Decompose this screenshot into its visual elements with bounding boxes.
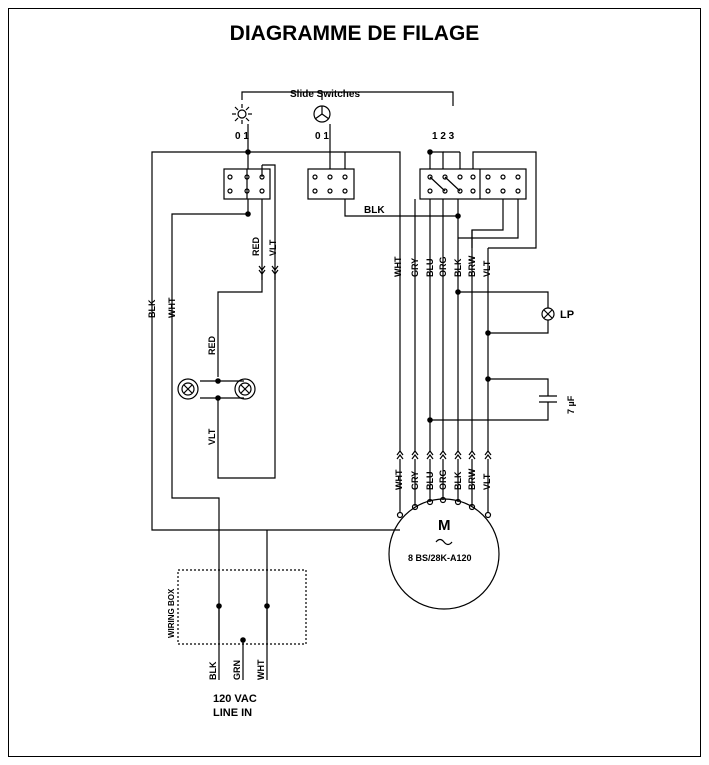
motor-symbol: M [438, 517, 451, 534]
switch-fan-positions: 0 1 [315, 131, 329, 142]
bus-label-gry: GRY [410, 258, 420, 277]
lead-label-wht: WHT [394, 469, 404, 490]
supply-label-blk: BLK [208, 661, 218, 680]
connector-arrows-motor [396, 450, 492, 460]
lamp-icon [234, 378, 256, 400]
motor-model: 8 BS/28K-A120 [408, 553, 472, 563]
wiring-box [177, 569, 307, 645]
bus-label-vlt: VLT [482, 260, 492, 277]
lamp-icon [177, 378, 199, 400]
switch-bracket [241, 91, 454, 106]
wire-label-vlt-upper: VLT [268, 239, 278, 256]
wire-label-blk-top: BLK [364, 205, 385, 216]
bus-label-org: ORG [438, 256, 448, 277]
line-in-voltage: 120 VAC [213, 693, 257, 705]
switch-block-speed [419, 168, 527, 200]
wire-label-wht-left: WHT [167, 297, 177, 318]
switch-block-light [223, 168, 271, 200]
wire-label-vlt-lamps: VLT [207, 428, 217, 445]
switch-light-positions: 0 1 [235, 131, 249, 142]
capacitor-label: 7 µF [566, 395, 576, 414]
fan-icon [313, 105, 331, 123]
wire-label-red-lamps: RED [207, 335, 217, 355]
slide-switches-label: Slide Switches [290, 89, 360, 100]
lead-label-vlt: VLT [482, 473, 492, 490]
bus-label-wht: WHT [393, 256, 403, 277]
switch-speed-positions: 1 2 3 [432, 131, 455, 142]
capacitor-icon [539, 395, 557, 403]
diagram-title: DIAGRAMME DE FILAGE [229, 22, 480, 45]
indicator-lamp-icon [541, 307, 555, 321]
bus-label-blk: BLK [453, 258, 463, 277]
supply-label-wht: WHT [256, 659, 266, 680]
motor-icon [388, 496, 500, 610]
diagram-frame [8, 8, 701, 757]
switch-block-fan [307, 168, 355, 200]
wiring-box-label: WIRING BOX [167, 588, 176, 638]
light-icon [232, 104, 252, 124]
wire-label-red-upper: RED [251, 236, 261, 256]
line-in-label: LINE IN [213, 707, 252, 719]
bus-label-blu: BLU [425, 259, 435, 278]
wire-label-blk-left: BLK [147, 299, 157, 318]
bus-label-brw: BRW [467, 255, 477, 277]
supply-label-grn: GRN [232, 660, 242, 680]
lp-label: LP [560, 309, 574, 321]
